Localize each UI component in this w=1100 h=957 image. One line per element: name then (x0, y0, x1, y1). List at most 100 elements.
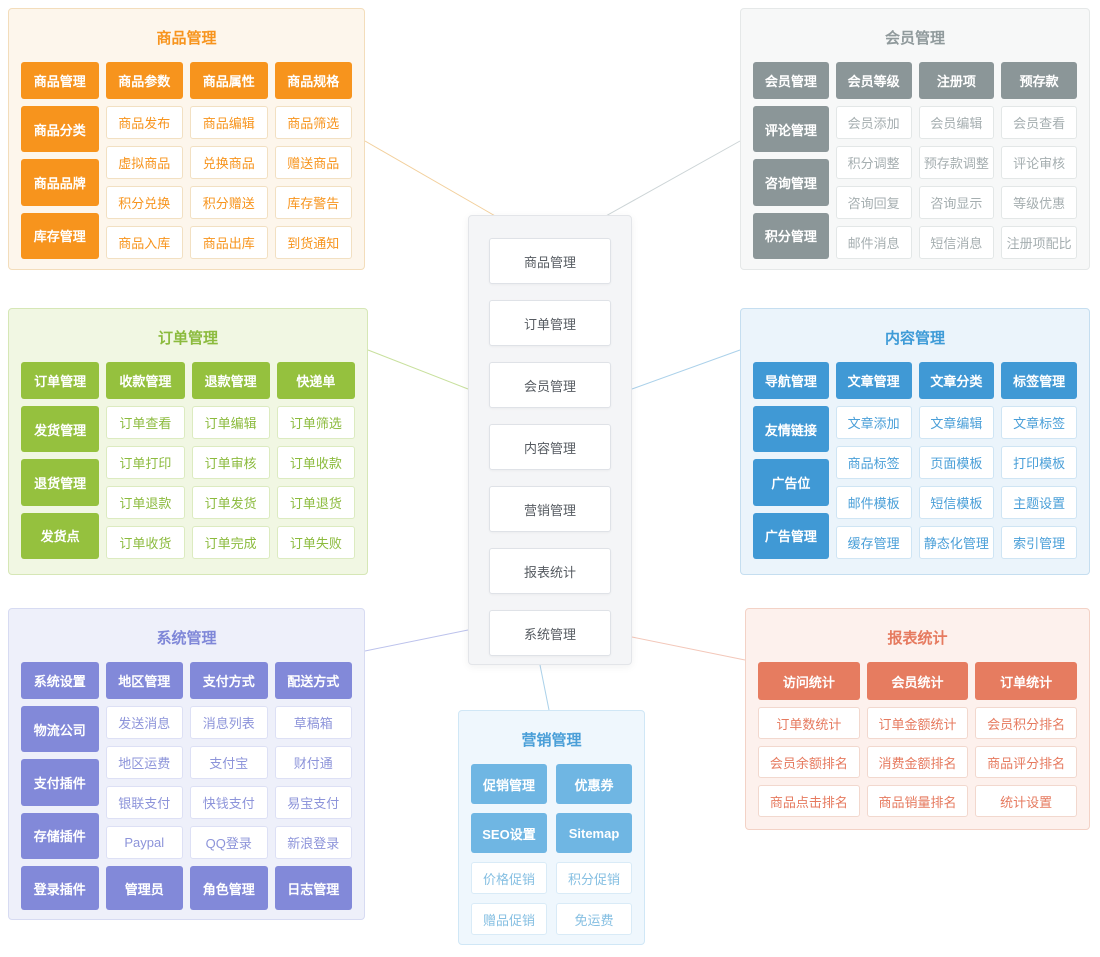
submenu-button[interactable]: 文章编辑 (918, 406, 995, 439)
submenu-button[interactable]: 商品发布 (105, 106, 183, 139)
submenu-button[interactable]: 注册项配比 (1001, 226, 1077, 259)
submenu-button[interactable]: 订单失败 (276, 526, 355, 559)
menu-button[interactable]: 广告位 (753, 459, 829, 506)
menu-button[interactable]: 发货管理 (21, 406, 100, 453)
menu-button[interactable]: 退货管理 (21, 459, 100, 506)
submenu-button[interactable]: 预存款调整 (918, 146, 995, 179)
submenu-button[interactable]: 订单退款 (106, 486, 185, 519)
submenu-button[interactable]: 银联支付 (105, 786, 183, 819)
submenu-button[interactable]: 草稿箱 (274, 706, 352, 739)
menu-button[interactable]: 促销管理 (471, 764, 547, 804)
submenu-button[interactable]: 文章添加 (835, 406, 912, 439)
menu-button[interactable]: 商品品牌 (21, 159, 99, 206)
submenu-button[interactable]: 订单打印 (106, 446, 185, 479)
submenu-button[interactable]: 缓存管理 (835, 526, 912, 559)
menu-button[interactable]: 咨询管理 (753, 159, 829, 206)
menu-button[interactable]: 商品管理 (21, 62, 99, 99)
submenu-button[interactable]: 虚拟商品 (105, 146, 183, 179)
submenu-button[interactable]: 商品点击排名 (758, 785, 860, 817)
submenu-button[interactable]: 咨询回复 (835, 186, 912, 219)
submenu-button[interactable]: 消息列表 (190, 706, 268, 739)
menu-button[interactable]: 库存管理 (21, 212, 99, 259)
submenu-button[interactable]: 发送消息 (105, 706, 183, 739)
menu-button[interactable]: Sitemap (556, 813, 632, 853)
menu-button[interactable]: 访问统计 (758, 662, 860, 700)
menu-button[interactable]: 收款管理 (106, 362, 185, 399)
submenu-button[interactable]: 订单完成 (191, 526, 270, 559)
center-menu-item[interactable]: 会员管理 (489, 362, 611, 408)
submenu-button[interactable]: 文章标签 (1001, 406, 1077, 439)
submenu-button[interactable]: 兑换商品 (190, 146, 268, 179)
submenu-button[interactable]: 订单收货 (106, 526, 185, 559)
menu-button[interactable]: 支付插件 (21, 759, 99, 806)
menu-button[interactable]: 商品参数 (105, 62, 183, 99)
menu-button[interactable]: 预存款 (1001, 62, 1077, 99)
submenu-button[interactable]: 到货通知 (274, 226, 352, 259)
menu-button[interactable]: 日志管理 (274, 866, 352, 910)
submenu-button[interactable]: 新浪登录 (274, 826, 352, 859)
submenu-button[interactable]: 订单收款 (276, 446, 355, 479)
submenu-button[interactable]: 支付宝 (190, 746, 268, 779)
menu-button[interactable]: 登录插件 (21, 866, 99, 910)
submenu-button[interactable]: 积分兑换 (105, 186, 183, 219)
submenu-button[interactable]: 商品评分排名 (975, 746, 1077, 778)
submenu-button[interactable]: 会员编辑 (918, 106, 995, 139)
submenu-button[interactable]: 积分促销 (556, 862, 632, 894)
submenu-button[interactable]: 打印模板 (1001, 446, 1077, 479)
submenu-button[interactable]: 订单编辑 (191, 406, 270, 439)
submenu-button[interactable]: 会员积分排名 (975, 707, 1077, 739)
submenu-button[interactable]: 短信消息 (918, 226, 995, 259)
submenu-button[interactable]: 赠送商品 (274, 146, 352, 179)
center-menu-item[interactable]: 订单管理 (489, 300, 611, 346)
submenu-button[interactable]: 邮件模板 (835, 486, 912, 519)
submenu-button[interactable]: 会员查看 (1001, 106, 1077, 139)
center-menu-item[interactable]: 报表统计 (489, 548, 611, 594)
submenu-button[interactable]: 易宝支付 (274, 786, 352, 819)
menu-button[interactable]: 文章分类 (918, 362, 995, 399)
submenu-button[interactable]: 订单退货 (276, 486, 355, 519)
submenu-button[interactable]: 地区运费 (105, 746, 183, 779)
center-menu-item[interactable]: 系统管理 (489, 610, 611, 656)
menu-button[interactable]: 地区管理 (105, 662, 183, 699)
submenu-button[interactable]: 赠品促销 (471, 903, 547, 935)
menu-button[interactable]: 退款管理 (191, 362, 270, 399)
submenu-button[interactable]: 静态化管理 (918, 526, 995, 559)
menu-button[interactable]: 商品属性 (190, 62, 268, 99)
submenu-button[interactable]: 短信模板 (918, 486, 995, 519)
menu-button[interactable]: 优惠券 (556, 764, 632, 804)
submenu-button[interactable]: 商品出库 (190, 226, 268, 259)
submenu-button[interactable]: 商品销量排名 (866, 785, 969, 817)
submenu-button[interactable]: 积分赠送 (190, 186, 268, 219)
submenu-button[interactable]: 订单审核 (191, 446, 270, 479)
submenu-button[interactable]: 主题设置 (1001, 486, 1077, 519)
submenu-button[interactable]: 价格促销 (471, 862, 547, 894)
menu-button[interactable]: 会员统计 (866, 662, 969, 700)
submenu-button[interactable]: 咨询显示 (918, 186, 995, 219)
submenu-button[interactable]: 免运费 (556, 903, 632, 935)
menu-button[interactable]: 角色管理 (190, 866, 268, 910)
submenu-button[interactable]: 会员添加 (835, 106, 912, 139)
menu-button[interactable]: 支付方式 (190, 662, 268, 699)
center-menu-item[interactable]: 营销管理 (489, 486, 611, 532)
menu-button[interactable]: 管理员 (105, 866, 183, 910)
center-menu-item[interactable]: 商品管理 (489, 238, 611, 284)
menu-button[interactable]: SEO设置 (471, 813, 547, 853)
menu-button[interactable]: 广告管理 (753, 512, 829, 559)
submenu-button[interactable]: 订单查看 (106, 406, 185, 439)
submenu-button[interactable]: 评论审核 (1001, 146, 1077, 179)
submenu-button[interactable]: 页面模板 (918, 446, 995, 479)
center-menu-item[interactable]: 内容管理 (489, 424, 611, 470)
menu-button[interactable]: 物流公司 (21, 706, 99, 753)
submenu-button[interactable]: 订单数统计 (758, 707, 860, 739)
submenu-button[interactable]: 邮件消息 (835, 226, 912, 259)
menu-button[interactable]: 注册项 (918, 62, 995, 99)
menu-button[interactable]: 订单统计 (975, 662, 1077, 700)
submenu-button[interactable]: 商品入库 (105, 226, 183, 259)
menu-button[interactable]: 文章管理 (835, 362, 912, 399)
submenu-button[interactable]: 商品编辑 (190, 106, 268, 139)
submenu-button[interactable]: 等级优惠 (1001, 186, 1077, 219)
submenu-button[interactable]: 快钱支付 (190, 786, 268, 819)
menu-button[interactable]: 配送方式 (274, 662, 352, 699)
menu-button[interactable]: 积分管理 (753, 212, 829, 259)
submenu-button[interactable]: 订单金额统计 (866, 707, 969, 739)
